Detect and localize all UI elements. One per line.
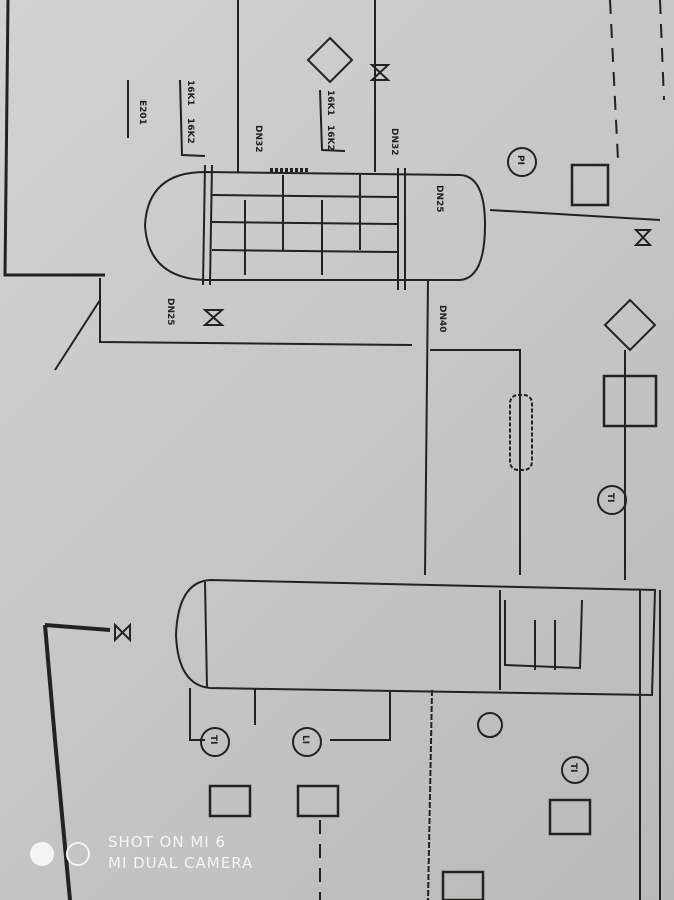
instrument-li: LI <box>300 735 310 744</box>
heat-exchanger <box>143 164 487 290</box>
label-16k1-a: 16K1 <box>185 80 195 106</box>
pipe-16k-1 <box>179 79 206 157</box>
label-dn32-a: DN32 <box>253 125 263 153</box>
label-16k2-b: 16K2 <box>325 125 335 151</box>
pipe-vessel-bottom-3 <box>330 690 391 741</box>
diagram-labels: E201 16K1 16K2 16K1 16K2 DN32 DN32 DN25 … <box>137 80 615 773</box>
pipe-right-top <box>489 209 661 221</box>
dashed-line-2 <box>659 0 665 101</box>
pipe-arrow <box>54 299 101 371</box>
valves <box>114 64 653 643</box>
dashed-line-1 <box>609 0 619 161</box>
pipe-vessel-bottom-1 <box>189 688 205 741</box>
pipe-return <box>99 278 413 346</box>
pipe-thick-left <box>43 623 111 900</box>
watermark-dot-filled <box>30 842 54 866</box>
instrument-pi: PI <box>515 155 525 165</box>
label-dn40: DN40 <box>437 305 447 333</box>
label-dn25-a: DN25 <box>434 185 444 213</box>
watermark-dot-outline <box>66 842 90 866</box>
pipe-right <box>430 349 521 575</box>
pipe-left-outer <box>3 0 105 277</box>
instruments <box>200 36 658 900</box>
instrument-ti-1: TI <box>605 493 615 503</box>
pipe-nozzle-bottom <box>424 279 429 576</box>
label-16k1-b: 16K1 <box>325 90 335 116</box>
camera-watermark: SHOT ON MI 6 MI DUAL CAMERA <box>108 832 253 874</box>
pipe-vessel-bottom-4 <box>427 689 433 900</box>
label-16k2-a: 16K2 <box>185 118 195 144</box>
separator-vessel <box>174 578 661 900</box>
instrument-ti-2: TI <box>208 735 218 745</box>
label-dn25-b: DN25 <box>165 298 175 326</box>
insulated-segment <box>509 394 533 471</box>
instrument-ti-3: TI <box>568 763 578 773</box>
pipe-16k-2 <box>319 89 346 152</box>
watermark-line-2: MI DUAL CAMERA <box>108 854 254 872</box>
label-dn32-b: DN32 <box>389 128 399 156</box>
label-e201: E201 <box>137 100 147 125</box>
watermark-line-1: SHOT ON MI 6 <box>108 833 227 851</box>
